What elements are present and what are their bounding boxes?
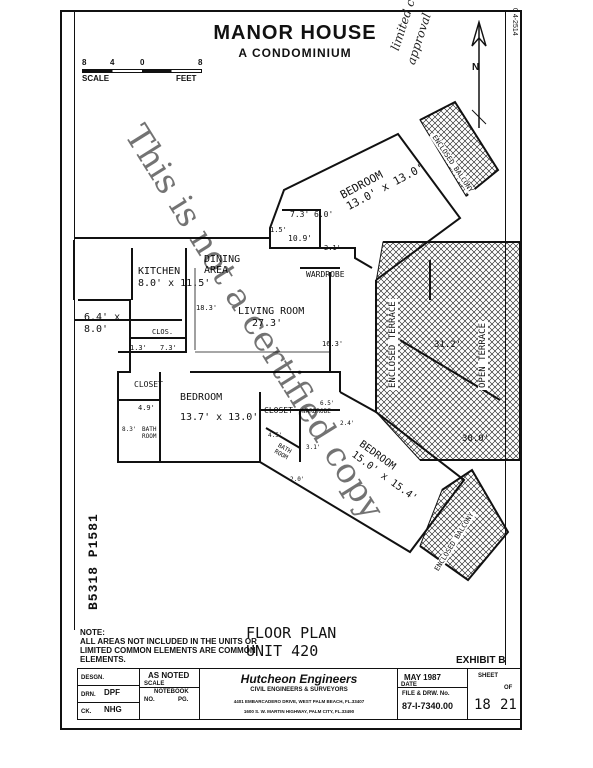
of-label: OF <box>504 685 513 691</box>
firm-cell: Hutcheon Engineers CIVIL ENGINEERS & SUR… <box>200 669 398 719</box>
plan-title-line: UNIT 420 <box>246 642 319 660</box>
sheet-cell: SHEET OF 18 21 <box>468 669 521 719</box>
room-name: DINING <box>204 254 241 265</box>
north-label: N <box>472 62 480 73</box>
scale-label: SCALE <box>82 74 110 83</box>
firm-address: 1600 S. W. MARTIN HIGHWAY, PALM CITY, FL… <box>243 709 355 714</box>
bath-label: BATH ROOM <box>142 426 157 440</box>
dimension-label: 4.5' <box>268 432 283 439</box>
drn-value: DPF <box>104 688 120 697</box>
dimension-label: 3.1' <box>306 444 321 451</box>
room-dims: 8.0' x 11.5' <box>138 278 211 289</box>
plan-title-line: FLOOR PLAN <box>246 624 337 642</box>
open-terrace-label: OPEN TERRACE <box>478 320 488 390</box>
ck-label: CK. <box>81 709 92 715</box>
room-name: AREA <box>204 265 229 276</box>
scale-label: SCALE <box>144 681 165 687</box>
no-label: NO. <box>144 697 155 703</box>
file-value: 87-I-7340.00 <box>402 701 454 711</box>
date-value: MAY 1987 <box>404 673 441 682</box>
foyer-dims: 6.4' x 8.0' <box>84 312 121 335</box>
room-name: BEDROOM <box>180 392 223 403</box>
scale-cell: AS NOTED SCALE NOTEBOOK NO. PG. <box>140 669 200 719</box>
room-dims: 13.7' x 13.0' <box>180 412 259 423</box>
north-arrow-icon <box>471 20 487 128</box>
dimension-label: 10.9' <box>288 234 313 243</box>
closet-label: CLOSET <box>264 406 293 415</box>
scale-graphic <box>82 69 202 73</box>
sheet-label: SHEET <box>478 673 499 679</box>
scale-tick: 8 <box>198 58 203 67</box>
dimension-label: 2.1' <box>324 244 341 252</box>
document-title: MANOR HOUSE <box>213 22 377 44</box>
enclosed-terrace-label: ENCLOSED TERRACE <box>388 299 398 390</box>
title-block-left: DESGN. DRN. DPF CK. NHG <box>78 669 140 719</box>
dimension-label: 6.0' <box>314 210 334 219</box>
room-dims: 27.3' <box>252 318 283 329</box>
date-label: DATE <box>401 682 417 688</box>
firm-address: 4401 EMBARCADERO DRIVE, WEST PALM BEACH,… <box>233 699 365 704</box>
firm-name: Hutcheon Engineers <box>240 672 358 686</box>
scale-tick: 8 <box>82 58 87 67</box>
notebook-label: NOTEBOOK <box>154 689 189 695</box>
closet-label: CLOS. <box>152 328 174 336</box>
firm-subtitle: CIVIL ENGINEERS & SURVEYORS <box>250 687 348 693</box>
dimension-label: 7.3' <box>160 344 177 352</box>
note-text: NOTE: ALL AREAS NOT INCLUDED IN THE UNIT… <box>80 628 257 664</box>
scale-value: AS NOTED <box>148 671 190 680</box>
feet-label: FEET <box>176 74 197 83</box>
dimension-label: 2.0' <box>290 476 305 483</box>
dimension-label: 31.2' <box>434 340 462 350</box>
dimension-label: 4.9' <box>138 404 155 412</box>
scale-tick: 4 <box>110 58 115 67</box>
dimension-label: 18.3' <box>196 304 218 312</box>
ck-value: NHG <box>104 705 122 714</box>
room-name: KITCHEN <box>138 266 181 277</box>
scale-tick: 0 <box>140 58 145 67</box>
dimension-label: 2.4' <box>340 420 355 427</box>
wardrobe-label: WARDROBE <box>302 408 331 415</box>
wardrobe-label: WARDROBE <box>306 270 345 279</box>
room-name: LIVING ROOM <box>238 306 305 317</box>
sheet-value: 18 <box>474 697 491 713</box>
bedroom-mid-label: BEDROOM 13.7' x 13.0' <box>180 388 258 428</box>
dimension-label: 1.5' <box>270 226 287 234</box>
dimension-label: 7.3' <box>290 210 310 219</box>
plan-title: FLOOR PLAN UNIT 420 <box>246 624 336 660</box>
title-block: DESGN. DRN. DPF CK. NHG AS NOTED SCALE N… <box>77 668 522 720</box>
date-cell: MAY 1987 DATE FILE & DRW. No. 87-I-7340.… <box>398 669 468 719</box>
exhibit-label: EXHIBIT B <box>456 655 506 666</box>
dimension-label: 1.3' <box>130 344 147 352</box>
kitchen-label: KITCHEN 8.0' x 11.5' <box>138 266 210 290</box>
dimension-label: 6.5' <box>320 400 335 407</box>
dimension-label: 16.3' <box>322 340 344 348</box>
dimension-lines <box>194 268 331 370</box>
dining-label: DINING AREA <box>204 254 240 276</box>
living-room-label: LIVING ROOM 27.3' <box>238 306 304 330</box>
dimension-label: 8.3' <box>122 426 137 433</box>
document-subtitle: A CONDOMINIUM <box>238 46 352 60</box>
dimension-label: 30.0' <box>462 434 490 444</box>
file-label: FILE & DRW. No. <box>402 691 450 697</box>
desgn-label: DESGN. <box>81 675 105 681</box>
closet-label: CLOSET <box>134 380 163 389</box>
of-value: 21 <box>500 697 517 713</box>
drn-label: DRN. <box>81 692 96 698</box>
pg-label: PG. <box>178 697 189 703</box>
